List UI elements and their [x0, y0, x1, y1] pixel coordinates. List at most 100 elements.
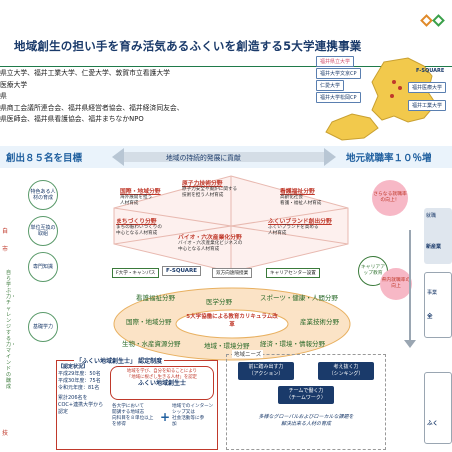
right-box: 就職 新産業	[424, 208, 452, 264]
fields-hexagon	[113, 175, 349, 273]
goal-left: 創出８５名を目標	[6, 153, 83, 164]
needs-box-line: 考え抜く力	[333, 364, 359, 370]
field-left-mid: まちづくり分野 まちの賑わいづくりの 中心となる人材育成	[116, 216, 162, 237]
needs-box-thinking: 考え抜く力 （シンキング）	[318, 362, 374, 380]
needs-box-line: （アクション）	[248, 371, 284, 377]
cert-status-label: 【認定状況】	[58, 364, 89, 370]
cert-bubble-name: ふくい地域創生士	[137, 380, 186, 387]
logo-icon	[418, 12, 452, 32]
right-box: ふく	[424, 372, 452, 444]
ring-field: 看護福祉分野	[136, 294, 175, 302]
right-box-label: 全	[427, 314, 433, 320]
field-desc: 中心となる人材育成	[178, 247, 220, 252]
goal-bar	[0, 146, 452, 168]
note-line: を修得	[112, 422, 126, 427]
needs-box-action: 前に踏み出す力 （アクション）	[238, 362, 294, 380]
field-desc: ふくいブランドを高める	[268, 225, 319, 230]
note-line: 向科目を８単位以上	[112, 416, 154, 421]
ring-field: 経済・環境・情報分野	[260, 340, 325, 348]
cert-bubble-line: 「地域に根ざし生きる人材」を認定	[126, 375, 198, 380]
circle-credit: 単位互換の取組	[28, 216, 58, 246]
cert-right-note: 地域でのインターン シップ又は 社会活動等に参 加	[172, 404, 213, 428]
needs-bottom-line: 多様なグローバルおよびローカルな課題を	[258, 414, 354, 420]
field-title: 看護福祉分野	[280, 189, 315, 195]
cert-total: COC+連携大学から	[58, 402, 104, 408]
needs-panel	[226, 354, 386, 450]
circle-local-employment: 県内就職率の向上	[380, 268, 412, 300]
cert-row: 平成30年度：75名	[58, 378, 101, 384]
cert-total: 累計206名を	[58, 395, 88, 401]
participants-item: 県商工会議所連合会、福井県経営者協会、福井経済同友会、	[0, 103, 184, 112]
circle-unique: 特色ある人材の育成	[28, 180, 58, 210]
participants-item: 県医師会、福井県看護協会、福井まちなかNPO	[0, 115, 144, 124]
note-line: 加	[172, 422, 177, 427]
field-desc: 高齢化社会	[280, 195, 303, 200]
field-title: ふくいブランド創出分野	[268, 219, 332, 225]
ring-field: 産業技術分野	[300, 318, 339, 326]
cert-status-box: 【認定状況】 平成29年度：50名 平成30年度：75名 令和元年度：81名 累…	[58, 364, 106, 416]
goal-center: 地域の持続的発展に貢献	[166, 154, 241, 162]
note-line: シップ又は	[172, 410, 195, 415]
field-title: バイオ・六次産業化分野	[178, 235, 242, 241]
field-top: 原子力技術分野 原子力安全や廃炉に関する 技術を担う人材育成	[182, 178, 237, 199]
cert-title: 「ふくい地域創生士」 認定制度	[74, 356, 165, 365]
participants-item: 医療大学	[0, 80, 28, 89]
ring-field: スポーツ・健康・人間分野	[260, 294, 338, 302]
right-box: 事業 全	[424, 272, 452, 338]
circle-employment-up: さらなる就職率の向上！	[372, 180, 408, 216]
field-title: 原子力技術分野	[182, 181, 223, 187]
right-box-label: 就職	[426, 213, 437, 219]
right-box-label: 新産業	[426, 244, 442, 250]
goal-right: 地元就職率１０％増	[346, 153, 432, 164]
needs-bottom-line: 解決出来る人材の育成	[280, 421, 331, 427]
needs-bottom: 多様なグローバルおよびローカルな課題を 解決出来る人材の育成	[230, 414, 382, 428]
banner-fsquare: F-SQUARE	[162, 266, 202, 276]
ring-field: 生物・水産資源分野	[122, 340, 181, 348]
left-edge: 市	[2, 246, 9, 253]
arrow-right	[404, 230, 416, 348]
map-label: 福井県立大学	[316, 56, 355, 67]
map-label: 福井工業大学	[408, 100, 447, 111]
field-title: まちづくり分野	[116, 219, 157, 225]
field-desc: 海外展開を担う	[120, 195, 153, 200]
needs-box-line: （チームワーク）	[286, 395, 326, 401]
map-label: 福井医療大学	[408, 82, 447, 93]
banner-campus: F大学・キャンパス	[112, 268, 160, 278]
right-box-label: 事業	[427, 290, 438, 296]
fields-ring	[113, 287, 351, 361]
cert-left-note: 各大学において 開講する地域志 向科目を８単位以上 を修得	[112, 404, 153, 428]
cert-total: 認定	[58, 409, 69, 415]
cert-row: 令和元年度：81名	[58, 385, 100, 391]
field-desc: 人材育成	[120, 201, 139, 206]
left-vertical-text: 自ら学ぶ力・チャレンジする力・マインドの醸成	[6, 270, 17, 390]
field-title: 国際・地域分野	[120, 189, 161, 195]
needs-box-teamwork: チームで働く力 （チームワーク）	[278, 386, 334, 404]
field-desc: 技術を担う人材育成	[182, 193, 224, 198]
cert-row: 平成29年度：50名	[58, 371, 101, 377]
field-center: バイオ・六次産業化分野 バイオ・六次産業化ビジネスの 中心となる人材育成	[178, 232, 242, 253]
ring-field: 医学分野	[206, 298, 232, 306]
needs-box-line: （シンキング）	[328, 371, 364, 377]
note-line: 社会活動等に参	[172, 416, 205, 421]
field-desc: 人材育成	[268, 231, 287, 236]
needs-title: 地域ニーズ	[232, 350, 264, 358]
header-divider	[0, 66, 452, 67]
cert-bubble-line: 地域を学び、自分を知ることにより	[126, 369, 198, 374]
map-badge: F-SQUARE	[416, 68, 445, 74]
banner-remote: 双方向遠隔授業	[212, 268, 253, 278]
needs-box-line: チームで働く力	[288, 388, 324, 394]
participants-item: 県	[0, 92, 7, 101]
map-label: 福井大学松岡CP	[316, 92, 361, 103]
field-right-mid: ふくいブランド創出分野 ふくいブランドを高める 人材育成	[268, 216, 332, 237]
field-right-top: 看護福祉分野 高齢化社会 看護・福祉人材育成	[280, 186, 321, 207]
note-line: 開講する地域志	[112, 410, 145, 415]
circle-knowledge: 専門知識	[28, 252, 58, 282]
map-label: 福井大学文京CP	[316, 68, 361, 79]
left-edge: 技	[2, 430, 9, 437]
ring-field: 地域・環境分野	[204, 342, 250, 350]
right-box-label: ふく	[427, 421, 439, 427]
circle-basics: 基礎学力	[28, 312, 58, 342]
cert-bubble: 地域を学び、自分を知ることにより 「地域に根ざし生きる人材」を認定 ふくい地域創…	[110, 366, 214, 400]
banner-career: キャリアセンター設置	[266, 268, 320, 278]
field-desc: 原子力安全や廃炉に関する	[182, 187, 238, 192]
